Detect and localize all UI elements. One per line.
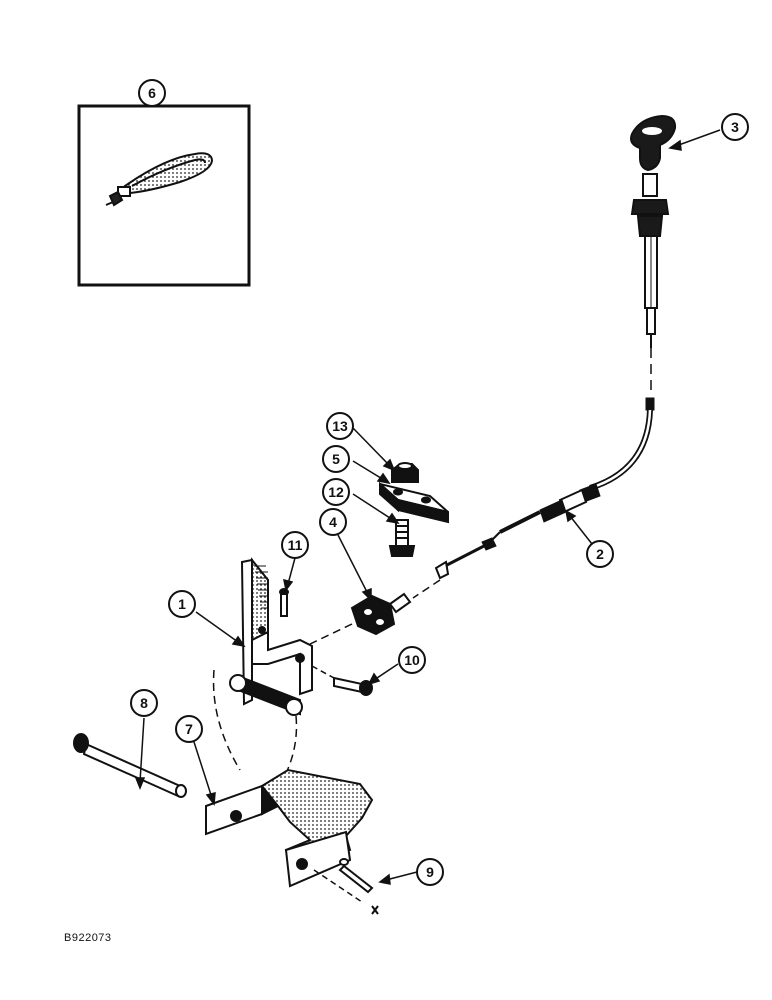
callout-6: 6 bbox=[138, 79, 166, 107]
lever-bracket-part bbox=[212, 557, 313, 801]
cotter-pin-lower-part bbox=[338, 858, 379, 915]
callout-11: 11 bbox=[281, 531, 309, 559]
nut-part bbox=[391, 462, 419, 483]
callouts: 1 2 3 4 5 6 7 8 bbox=[130, 79, 749, 886]
strap-part bbox=[105, 152, 214, 207]
callout-3: 3 bbox=[721, 113, 749, 141]
svg-text:1: 1 bbox=[178, 596, 186, 612]
screw-part bbox=[388, 519, 416, 557]
svg-text:5: 5 bbox=[332, 451, 340, 467]
svg-text:9: 9 bbox=[426, 864, 434, 880]
svg-text:8: 8 bbox=[140, 695, 148, 711]
callout-12: 12 bbox=[322, 478, 350, 506]
bolt-short-part bbox=[311, 665, 373, 696]
inset-box bbox=[77, 101, 251, 287]
callout-7: 7 bbox=[175, 715, 203, 743]
cotter-pin-upper-part bbox=[279, 588, 289, 617]
svg-text:6: 6 bbox=[148, 85, 156, 101]
block-part bbox=[379, 481, 449, 524]
svg-text:13: 13 bbox=[332, 418, 348, 434]
callout-4: 4 bbox=[319, 508, 347, 536]
leader-lines bbox=[134, 129, 721, 885]
svg-text:2: 2 bbox=[596, 546, 604, 562]
svg-text:7: 7 bbox=[185, 721, 193, 737]
svg-text:3: 3 bbox=[731, 119, 739, 135]
callout-13: 13 bbox=[326, 412, 354, 440]
callout-9: 9 bbox=[416, 858, 444, 886]
callout-1: 1 bbox=[168, 590, 196, 618]
callout-2: 2 bbox=[586, 540, 614, 568]
u-bracket-part bbox=[205, 768, 374, 903]
callout-10: 10 bbox=[398, 646, 426, 674]
handle-knob-part bbox=[630, 114, 677, 348]
svg-text:10: 10 bbox=[404, 652, 420, 668]
clevis-part bbox=[309, 592, 412, 645]
svg-text:11: 11 bbox=[288, 537, 303, 553]
callout-5: 5 bbox=[322, 445, 350, 473]
bolt-long-part bbox=[73, 733, 187, 798]
svg-text:4: 4 bbox=[329, 514, 337, 530]
callout-8: 8 bbox=[130, 689, 158, 717]
drawing-code: B922073 bbox=[64, 932, 112, 944]
svg-text:12: 12 bbox=[328, 484, 344, 500]
cable-part bbox=[412, 348, 655, 599]
